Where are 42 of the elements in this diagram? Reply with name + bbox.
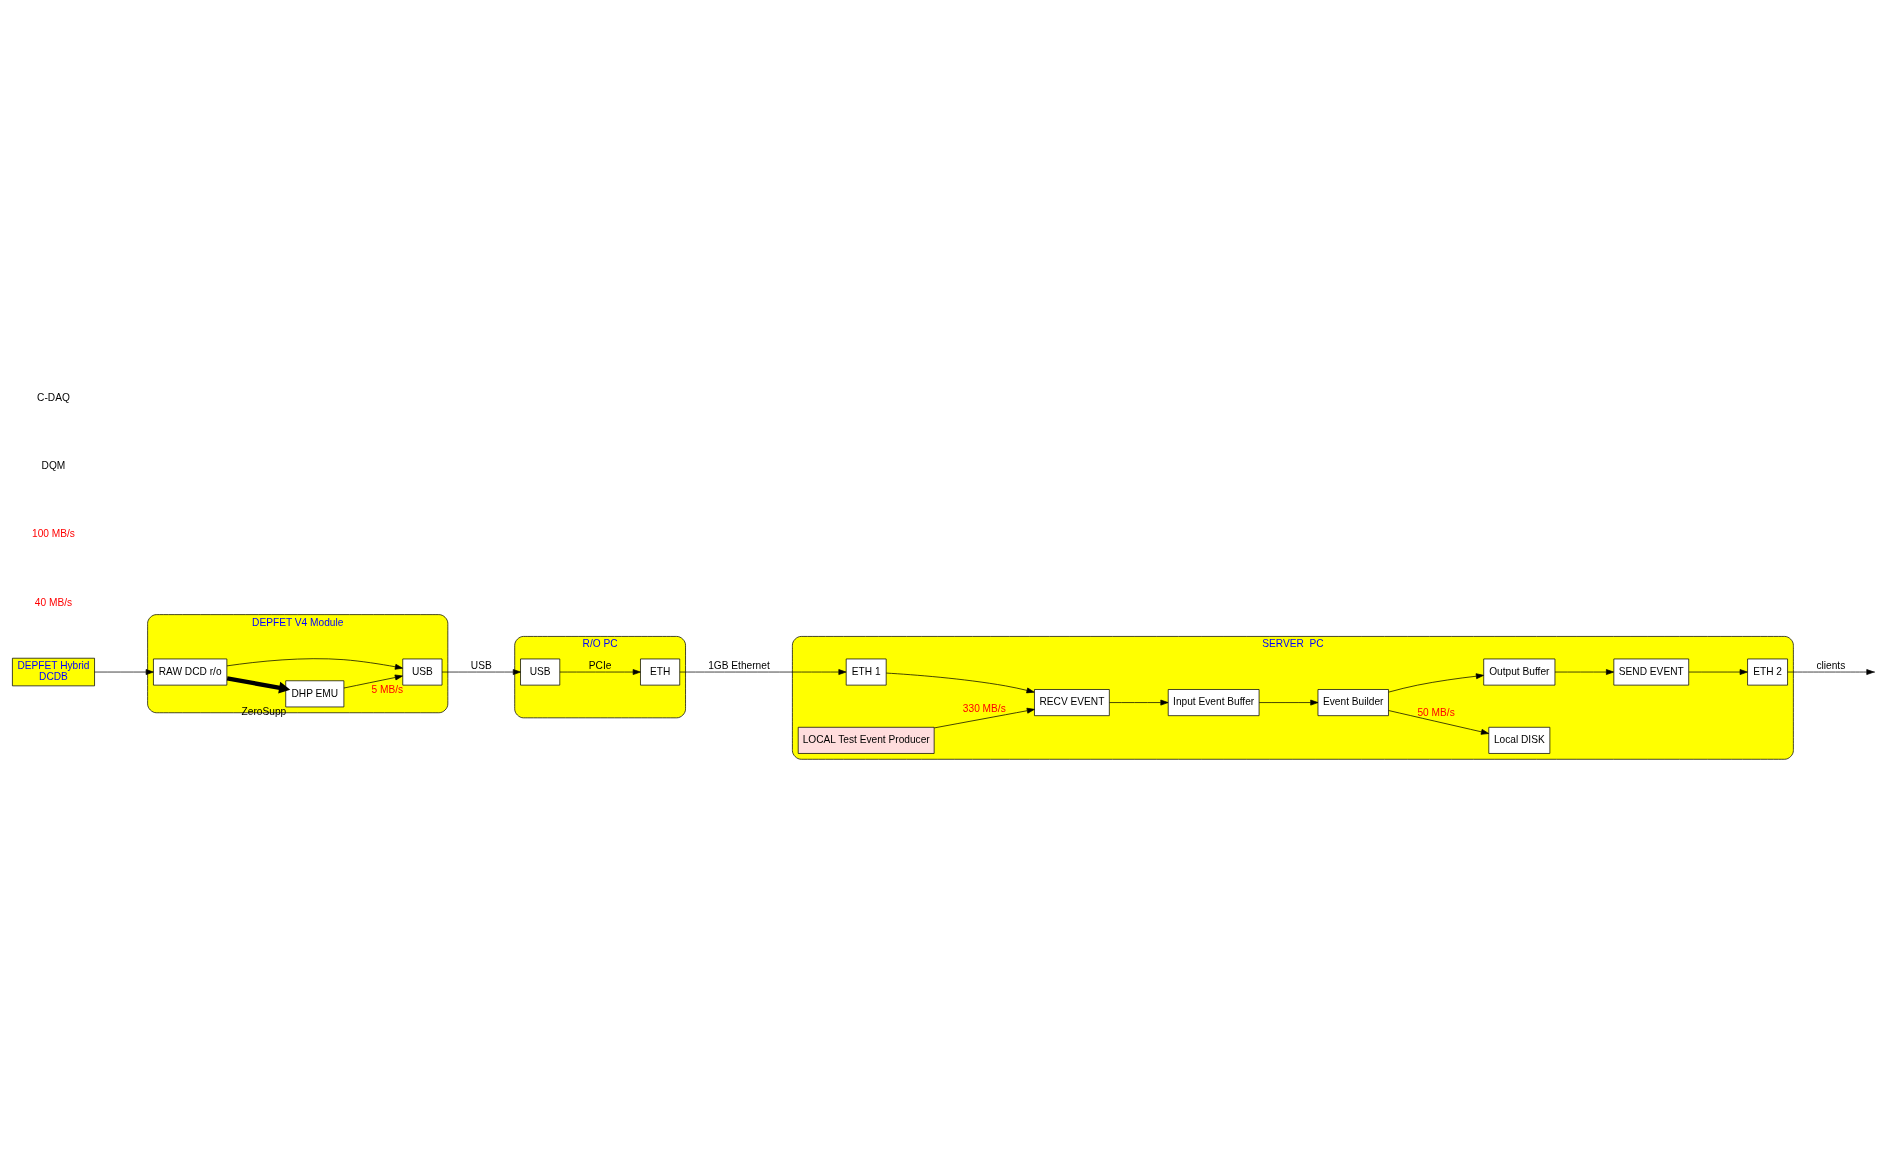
label: 100 MB/s [32, 528, 75, 540]
arrow [1554, 669, 1614, 675]
node-box: DHP EMU [285, 680, 345, 708]
node-box: Input Event Buffer [1167, 689, 1260, 717]
edge-label: 330 MB/s [962, 703, 1006, 715]
node-box: RECV EVENT [1034, 689, 1110, 717]
edge-label: USB [470, 660, 492, 672]
label: C-DAQ [37, 391, 70, 403]
label: 40 MB/s [34, 596, 73, 608]
node-label: 5 MB/s [371, 684, 404, 696]
arrow [679, 669, 847, 675]
node-box: Local DISK [1488, 726, 1551, 754]
node-box: USB [402, 658, 443, 686]
arrow [934, 707, 1035, 729]
edge-label: 1GB Ethernet [708, 660, 770, 672]
arrow [1388, 710, 1489, 735]
node-box: ETH [640, 658, 681, 686]
edge-label: 50 MB/s [1417, 706, 1455, 718]
arrow [1688, 669, 1748, 675]
node-box: ETH 2 [1747, 658, 1788, 686]
arrow [226, 676, 291, 694]
arrow [1787, 669, 1875, 675]
arrow [441, 669, 521, 675]
edge-label: clients [1816, 660, 1846, 672]
node-box: USB [520, 658, 561, 686]
node-box: SEND EVENT [1613, 658, 1690, 686]
node-box: ETH 1 [845, 658, 887, 686]
node-box: Output Buffer [1483, 658, 1556, 686]
node-box: LOCAL Test Event Producer [797, 726, 935, 754]
label: DQM [41, 460, 66, 472]
arrow [94, 669, 154, 675]
node-box: DEPFET Hybrid DCDB [12, 657, 95, 687]
arrow [226, 658, 403, 670]
arrow [559, 669, 641, 675]
arrow [1109, 699, 1169, 706]
node-box: RAW DCD r/o [153, 658, 228, 686]
arrow [1388, 673, 1484, 693]
arrow [885, 672, 1035, 694]
arrow [1258, 699, 1319, 706]
node-box: Event Builder [1317, 689, 1389, 717]
arrow [343, 674, 403, 689]
edge-label: PCIe [588, 660, 612, 672]
